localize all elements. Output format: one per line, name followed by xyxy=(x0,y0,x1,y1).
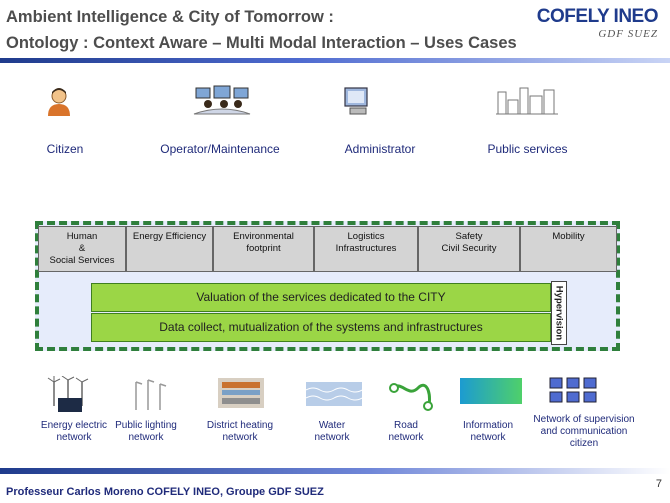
service-environmental-footprint: Environmental footprint xyxy=(213,226,314,272)
valuation-bar: Valuation of the services dedicated to t… xyxy=(91,283,551,312)
data-network-icon xyxy=(460,378,522,404)
actor-public-services-label: Public services xyxy=(487,142,568,156)
title-line-2: Ontology : Context Aware – Multi Modal I… xyxy=(6,34,517,52)
title-line-1: Ambient Intelligence & City of Tomorrow … xyxy=(6,8,334,26)
network-heating-label: District heating network xyxy=(206,420,274,443)
network-energy-label: Energy electric network xyxy=(40,420,108,443)
street-light-icon xyxy=(135,379,167,410)
actor-citizen-label: Citizen xyxy=(46,142,84,156)
service-human-social: Human & Social Services xyxy=(38,226,126,272)
data-collect-bar: Data collect, mutualization of the syste… xyxy=(91,313,551,342)
network-information-label: Information network xyxy=(462,420,514,443)
operators-icon xyxy=(193,85,251,115)
citizen-icon xyxy=(48,88,70,116)
network-road-label: Road network xyxy=(388,420,424,443)
actor-administrator-label: Administrator xyxy=(344,142,416,156)
computer-icon xyxy=(344,87,368,115)
network-supervision-label: Network of supervision and communication… xyxy=(533,414,635,449)
cofely-ineo-logo: COFELY INEO xyxy=(536,6,659,27)
pipes-icon xyxy=(218,378,264,408)
footer-divider xyxy=(0,468,670,474)
service-logistics: Logistics Infrastructures xyxy=(314,226,418,272)
service-mobility: Mobility xyxy=(520,226,617,272)
road-icon xyxy=(389,383,433,411)
supervision-icon xyxy=(549,377,597,403)
water-icon xyxy=(306,382,362,406)
network-water-label: Water network xyxy=(314,420,350,443)
header-divider xyxy=(0,58,670,63)
actor-operator-label: Operator/Maintenance xyxy=(160,142,280,156)
wind-turbines-icon xyxy=(47,376,89,412)
network-lighting-label: Public lighting network xyxy=(115,420,177,443)
gdf-suez-logo: GDF SUEZ xyxy=(598,28,658,40)
hypervision-label: Hypervision xyxy=(553,285,565,341)
page-number: 7 xyxy=(655,478,662,490)
service-energy-efficiency: Energy Efficiency xyxy=(126,226,213,272)
hypervision-box: Hypervision xyxy=(551,281,567,345)
service-safety: Safety Civil Security xyxy=(418,226,520,272)
footer-author: Professeur Carlos Moreno COFELY INEO, Gr… xyxy=(6,486,324,498)
city-buildings-icon xyxy=(496,87,558,115)
